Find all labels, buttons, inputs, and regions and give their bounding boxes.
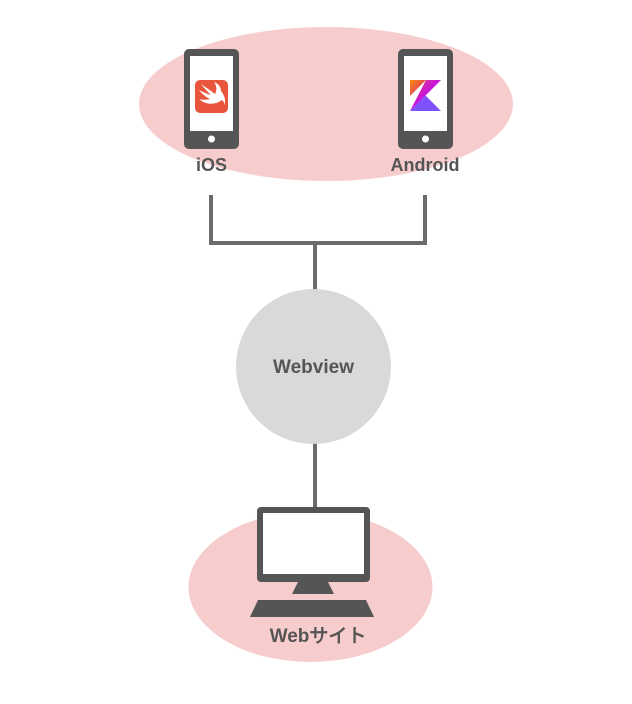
swift-logo-icon <box>195 80 228 113</box>
webview-label: Webview <box>273 357 354 378</box>
webview-node <box>236 289 391 444</box>
kotlin-logo-icon <box>410 80 441 111</box>
android-label: Android <box>391 155 460 175</box>
connector-lines <box>209 195 427 510</box>
ios-label: iOS <box>196 155 227 175</box>
website-label: Webサイト <box>270 626 367 647</box>
desktop-monitor-icon <box>250 507 374 617</box>
